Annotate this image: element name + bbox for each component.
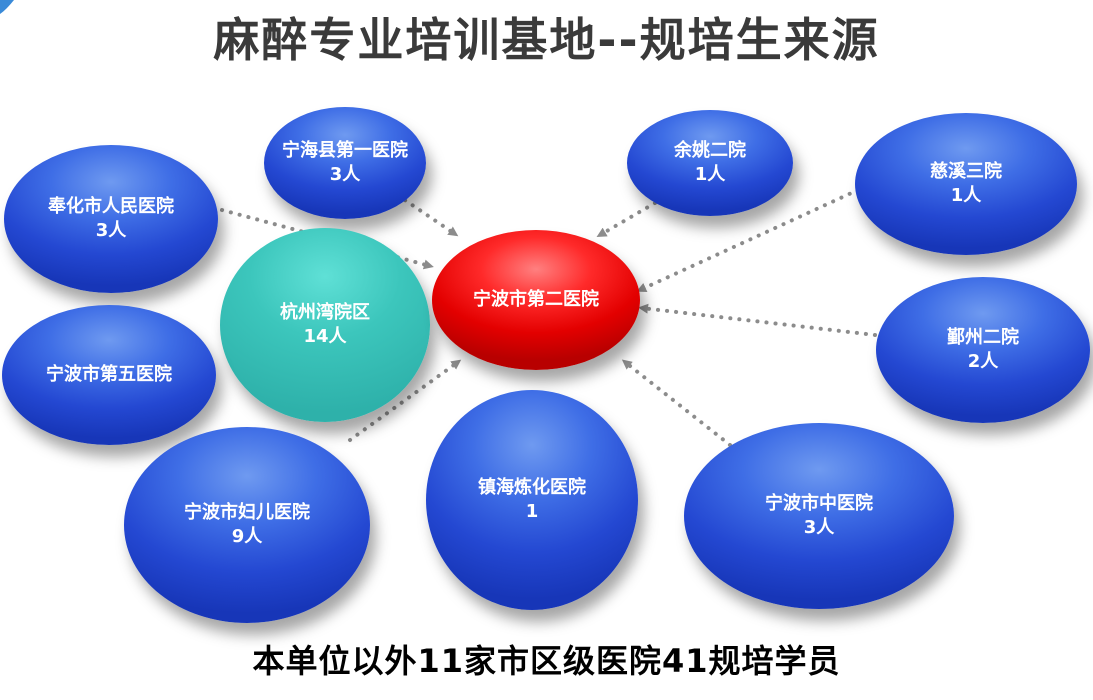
node-count: 14人 bbox=[303, 326, 347, 347]
arrow-from-yuyao bbox=[596, 201, 657, 238]
node-count: 3人 bbox=[329, 164, 361, 185]
node-count: 1 bbox=[525, 501, 539, 522]
node-count: 3人 bbox=[803, 517, 835, 538]
corner-decoration bbox=[0, 0, 14, 14]
node-name: 余姚二院 bbox=[674, 140, 746, 161]
node-zhenhai-refinery-hospital: 镇海炼化医院 1 bbox=[426, 390, 638, 610]
page-title: 麻醉专业培训基地--规培生来源 bbox=[213, 13, 880, 67]
node-yuyao-second-hospital: 余姚二院 1人 bbox=[627, 110, 793, 216]
summary-caption: 本单位以外11家市区级医院41规培学员 bbox=[252, 642, 841, 680]
node-name: 宁波市第五医院 bbox=[46, 364, 172, 385]
node-name: 杭州湾院区 bbox=[280, 302, 370, 323]
node-name: 鄞州二院 bbox=[947, 327, 1019, 348]
node-name: 宁波市中医院 bbox=[765, 493, 873, 514]
node-yinzhou-second-hospital: 鄞州二院 2人 bbox=[876, 277, 1090, 423]
arrow-from-yinzhou bbox=[638, 303, 877, 337]
node-name: 镇海炼化医院 bbox=[478, 477, 586, 498]
node-count: 1人 bbox=[694, 164, 726, 185]
node-name: 奉化市人民医院 bbox=[48, 196, 174, 217]
node-ningbo-tcm-hospital: 宁波市中医院 3人 bbox=[684, 423, 954, 609]
arrow-from-fuer bbox=[348, 359, 462, 442]
node-ningbo-women-children-hospital: 宁波市妇儿医院 9人 bbox=[124, 427, 370, 623]
arrow-from-zhongyi bbox=[621, 359, 732, 447]
node-name: 宁波市妇儿医院 bbox=[184, 502, 310, 523]
node-ninghai-first-hospital: 宁海县第一医院 3人 bbox=[264, 107, 426, 219]
node-count: 2人 bbox=[967, 351, 999, 372]
arrow-from-ninghai bbox=[388, 188, 459, 237]
node-ningbo-second-hospital: 宁波市第二医院 bbox=[432, 230, 640, 370]
node-count: 3人 bbox=[95, 220, 127, 241]
node-hangzhouwan-campus: 杭州湾院区 14人 bbox=[220, 228, 430, 422]
node-name: 慈溪三院 bbox=[930, 161, 1002, 182]
node-name: 宁海县第一医院 bbox=[282, 140, 408, 161]
node-count: 9人 bbox=[231, 526, 263, 547]
node-ningbo-fifth-hospital: 宁波市第五医院 bbox=[2, 305, 216, 445]
node-cixi-third-hospital: 慈溪三院 1人 bbox=[855, 113, 1077, 255]
node-fenghua-hospital: 奉化市人民医院 3人 bbox=[4, 145, 218, 293]
arrow-from-cixi bbox=[636, 188, 860, 293]
node-count: 1人 bbox=[950, 185, 982, 206]
node-name: 宁波市第二医院 bbox=[473, 289, 599, 310]
